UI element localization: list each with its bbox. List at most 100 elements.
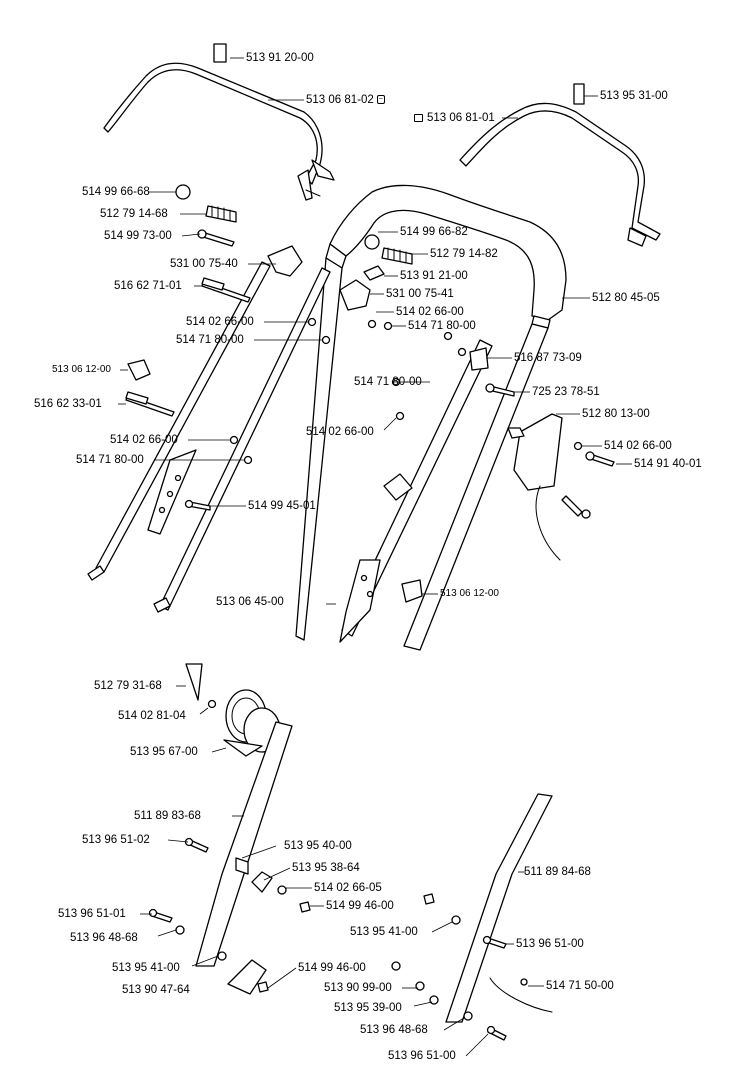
leader-lines xyxy=(118,57,632,1057)
knob-right xyxy=(339,279,371,311)
spacer-513-95-41-00-left xyxy=(217,951,227,961)
replacement-symbol-icon: ~ xyxy=(376,95,385,104)
part-label: 512 79 14-68 xyxy=(100,208,168,220)
bolt-514-99-73-00 xyxy=(197,229,235,247)
lower-arm-right xyxy=(445,793,553,1023)
bottom-right-small-parts xyxy=(391,893,507,1041)
tag-513-91-21-00 xyxy=(363,265,385,281)
spring-right xyxy=(381,247,413,265)
knob-left xyxy=(267,245,303,277)
nut-514-99-46-00-upper xyxy=(299,901,311,913)
cable-bracket xyxy=(469,347,489,371)
part-label: 513 95 40-00 xyxy=(284,840,352,852)
part-label: 514 91 40-01 xyxy=(634,458,702,470)
spacer-513-95-40-00 xyxy=(235,857,249,875)
part-label: 514 99 66-82 xyxy=(400,226,468,238)
part-label: 513 95 39-00 xyxy=(334,1002,402,1014)
clip-left xyxy=(127,359,151,381)
bolt-514-91-40-01 xyxy=(585,451,615,467)
bail-handle-right xyxy=(459,102,661,247)
bolt-513-96-51-02 xyxy=(184,837,209,853)
part-label: 513 95 41-00 xyxy=(350,926,418,938)
part-label: 514 02 66-05 xyxy=(314,882,382,894)
part-label: 514 71 50-00 xyxy=(546,980,614,992)
lever-housing xyxy=(507,413,563,561)
part-label: 513 06 12-00 xyxy=(440,588,499,599)
cap-left xyxy=(175,184,191,200)
part-label: 513 96 51-00 xyxy=(516,938,584,950)
cap-right xyxy=(364,234,380,250)
washers-and-nuts xyxy=(229,317,583,465)
part-label: 514 99 45-01 xyxy=(248,500,316,512)
upper-handle xyxy=(295,184,567,651)
part-label: 513 96 48-68 xyxy=(70,932,138,944)
bolt-514-99-45-01 xyxy=(184,499,211,511)
part-label: 513 90 99-00 xyxy=(324,982,392,994)
bolt-516-62-71-01 xyxy=(201,277,251,303)
part-label: 514 02 66-00 xyxy=(306,426,374,438)
part-label: 512 80 45-05 xyxy=(592,292,660,304)
part-label: 513 96 51-00 xyxy=(388,1050,456,1062)
part-label: 513 95 31-00 xyxy=(600,90,668,102)
part-label: 513 06 81-01 xyxy=(414,112,495,124)
part-label: 514 99 46-00 xyxy=(298,962,366,974)
spring-left xyxy=(205,205,237,223)
part-label: 513 96 51-01 xyxy=(58,908,126,920)
washer-514-02-66-05 xyxy=(277,885,287,895)
part-label: 511 89 83-68 xyxy=(134,810,201,822)
washer-514-02-81-04 xyxy=(207,699,217,709)
part-label: 514 71 80-00 xyxy=(76,454,144,466)
bolt-516-62-33-01 xyxy=(125,391,175,417)
camera-icon xyxy=(414,113,423,122)
part-label: 513 95 41-00 xyxy=(112,962,180,974)
part-label: 513 91 21-00 xyxy=(400,270,468,282)
bolt-513-96-51-01 xyxy=(148,908,173,923)
part-label: 513 96 48-68 xyxy=(360,1024,428,1036)
part-label: 513 06 81-02~ xyxy=(306,94,385,107)
bolt-lower-right xyxy=(561,495,591,519)
part-label: 513 95 38-64 xyxy=(292,862,360,874)
part-label: 512 79 14-82 xyxy=(430,248,498,260)
part-label: 514 02 66-00 xyxy=(396,306,464,318)
part-label: 514 99 66-68 xyxy=(82,186,150,198)
clip-center xyxy=(401,579,423,603)
bail-handle-left xyxy=(103,62,335,201)
control-rods-left xyxy=(87,261,331,613)
nut-514-99-46-00-lower xyxy=(257,981,269,993)
part-label: 513 91 20-00 xyxy=(246,52,314,64)
part-label: 725 23 78-51 xyxy=(532,386,600,398)
part-label: 514 02 66-00 xyxy=(110,434,178,446)
part-label: 513 06 45-00 xyxy=(216,596,284,608)
part-label: 514 02 81-04 xyxy=(118,710,186,722)
part-label: 514 71 80-00 xyxy=(354,376,422,388)
part-label: 514 71 80-00 xyxy=(408,320,476,332)
part-label: 512 79 31-68 xyxy=(94,680,162,692)
part-label: 531 00 75-41 xyxy=(386,288,454,300)
cam-513-90-47-64 xyxy=(227,959,267,995)
lower-tube xyxy=(339,339,493,643)
part-label: 516 87 73-09 xyxy=(514,352,582,364)
plate-513-95-38-64 xyxy=(251,871,273,893)
part-label: 514 99 73-00 xyxy=(104,230,172,242)
part-label: 513 06 12-00 xyxy=(52,364,111,375)
part-label: 516 62 33-01 xyxy=(34,398,102,410)
part-label: 514 02 66-00 xyxy=(186,316,254,328)
part-label: 513 90 47-64 xyxy=(122,984,190,996)
part-label: 511 89 84-68 xyxy=(524,866,591,878)
part-label: 514 99 46-00 xyxy=(326,900,394,912)
lower-arm-left xyxy=(195,721,293,967)
adjuster-handle xyxy=(185,663,203,701)
part-label: 514 02 66-00 xyxy=(604,440,672,452)
lower-bracket-left xyxy=(147,449,197,535)
part-label: 513 96 51-02 xyxy=(82,834,150,846)
part-label: 512 80 13-00 xyxy=(582,408,650,420)
part-label: 514 71 80-00 xyxy=(176,334,244,346)
part-label: 516 62 71-01 xyxy=(114,280,182,292)
grip-end-cap-right xyxy=(573,83,585,105)
part-label: 513 95 67-00 xyxy=(130,746,198,758)
spring-clip-514-71-50-00 xyxy=(489,977,553,1013)
nut-513-96-48-68-left xyxy=(175,925,185,935)
part-label: 531 00 75-40 xyxy=(170,258,238,270)
